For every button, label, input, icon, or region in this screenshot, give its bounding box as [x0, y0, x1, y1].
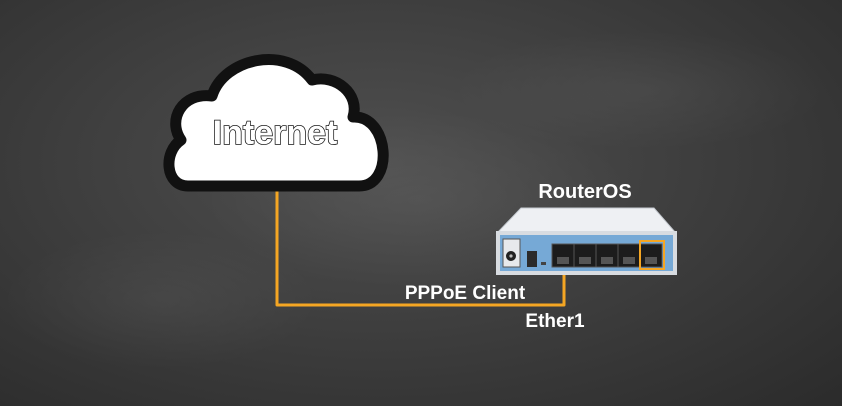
- chalk-smudges: [0, 30, 830, 370]
- internet-label: Internet: [213, 114, 338, 152]
- cloud-icon: [163, 54, 389, 192]
- router-label: RouterOS: [538, 181, 631, 203]
- router-icon: [496, 207, 677, 275]
- uplink-cable: [275, 190, 566, 307]
- router-top-face: [496, 207, 677, 233]
- connection-label: PPPoE Client: [405, 283, 526, 304]
- highlighted-port-frame: [639, 240, 665, 270]
- reset-button: [527, 251, 537, 267]
- ethernet-ports: [551, 240, 665, 270]
- port-label: Ether1: [525, 311, 585, 332]
